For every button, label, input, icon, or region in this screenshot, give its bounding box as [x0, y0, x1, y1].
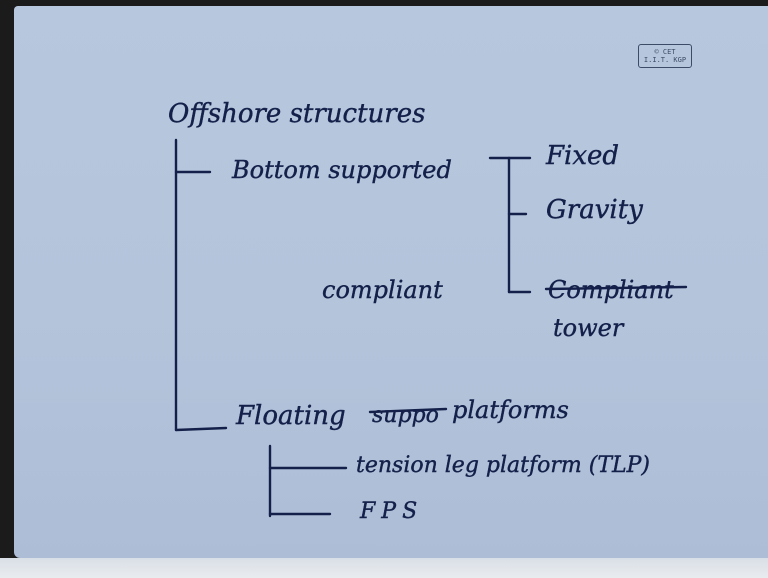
bottom-supported-text: Bottom supported: [231, 156, 452, 184]
title-text: Offshore structures: [168, 99, 425, 129]
strike-through-suppo: [368, 407, 448, 414]
compliant-struck-text: Compliant: [548, 276, 674, 304]
fps-text: FPS: [359, 499, 423, 524]
platforms-text: platforms: [452, 396, 569, 424]
compliant-text: compliant: [322, 276, 443, 304]
stamp-line-2: I.I.T. KGP: [643, 56, 687, 64]
floating-struck-text: suppo: [372, 403, 439, 428]
copyright-stamp: © CET I.I.T. KGP: [638, 44, 692, 68]
floating-text: Floating: [235, 401, 346, 431]
tlp-text: tension leg platform (TLP): [356, 453, 650, 478]
strike-through-compliant: [544, 285, 688, 291]
tower-text: tower: [553, 314, 625, 342]
fixed-text: Fixed: [545, 141, 619, 171]
branch-floating: [174, 426, 228, 432]
paper-sheet: [0, 6, 768, 578]
gravity-text: Gravity: [546, 195, 643, 225]
stamp-line-1: © CET: [654, 48, 676, 56]
